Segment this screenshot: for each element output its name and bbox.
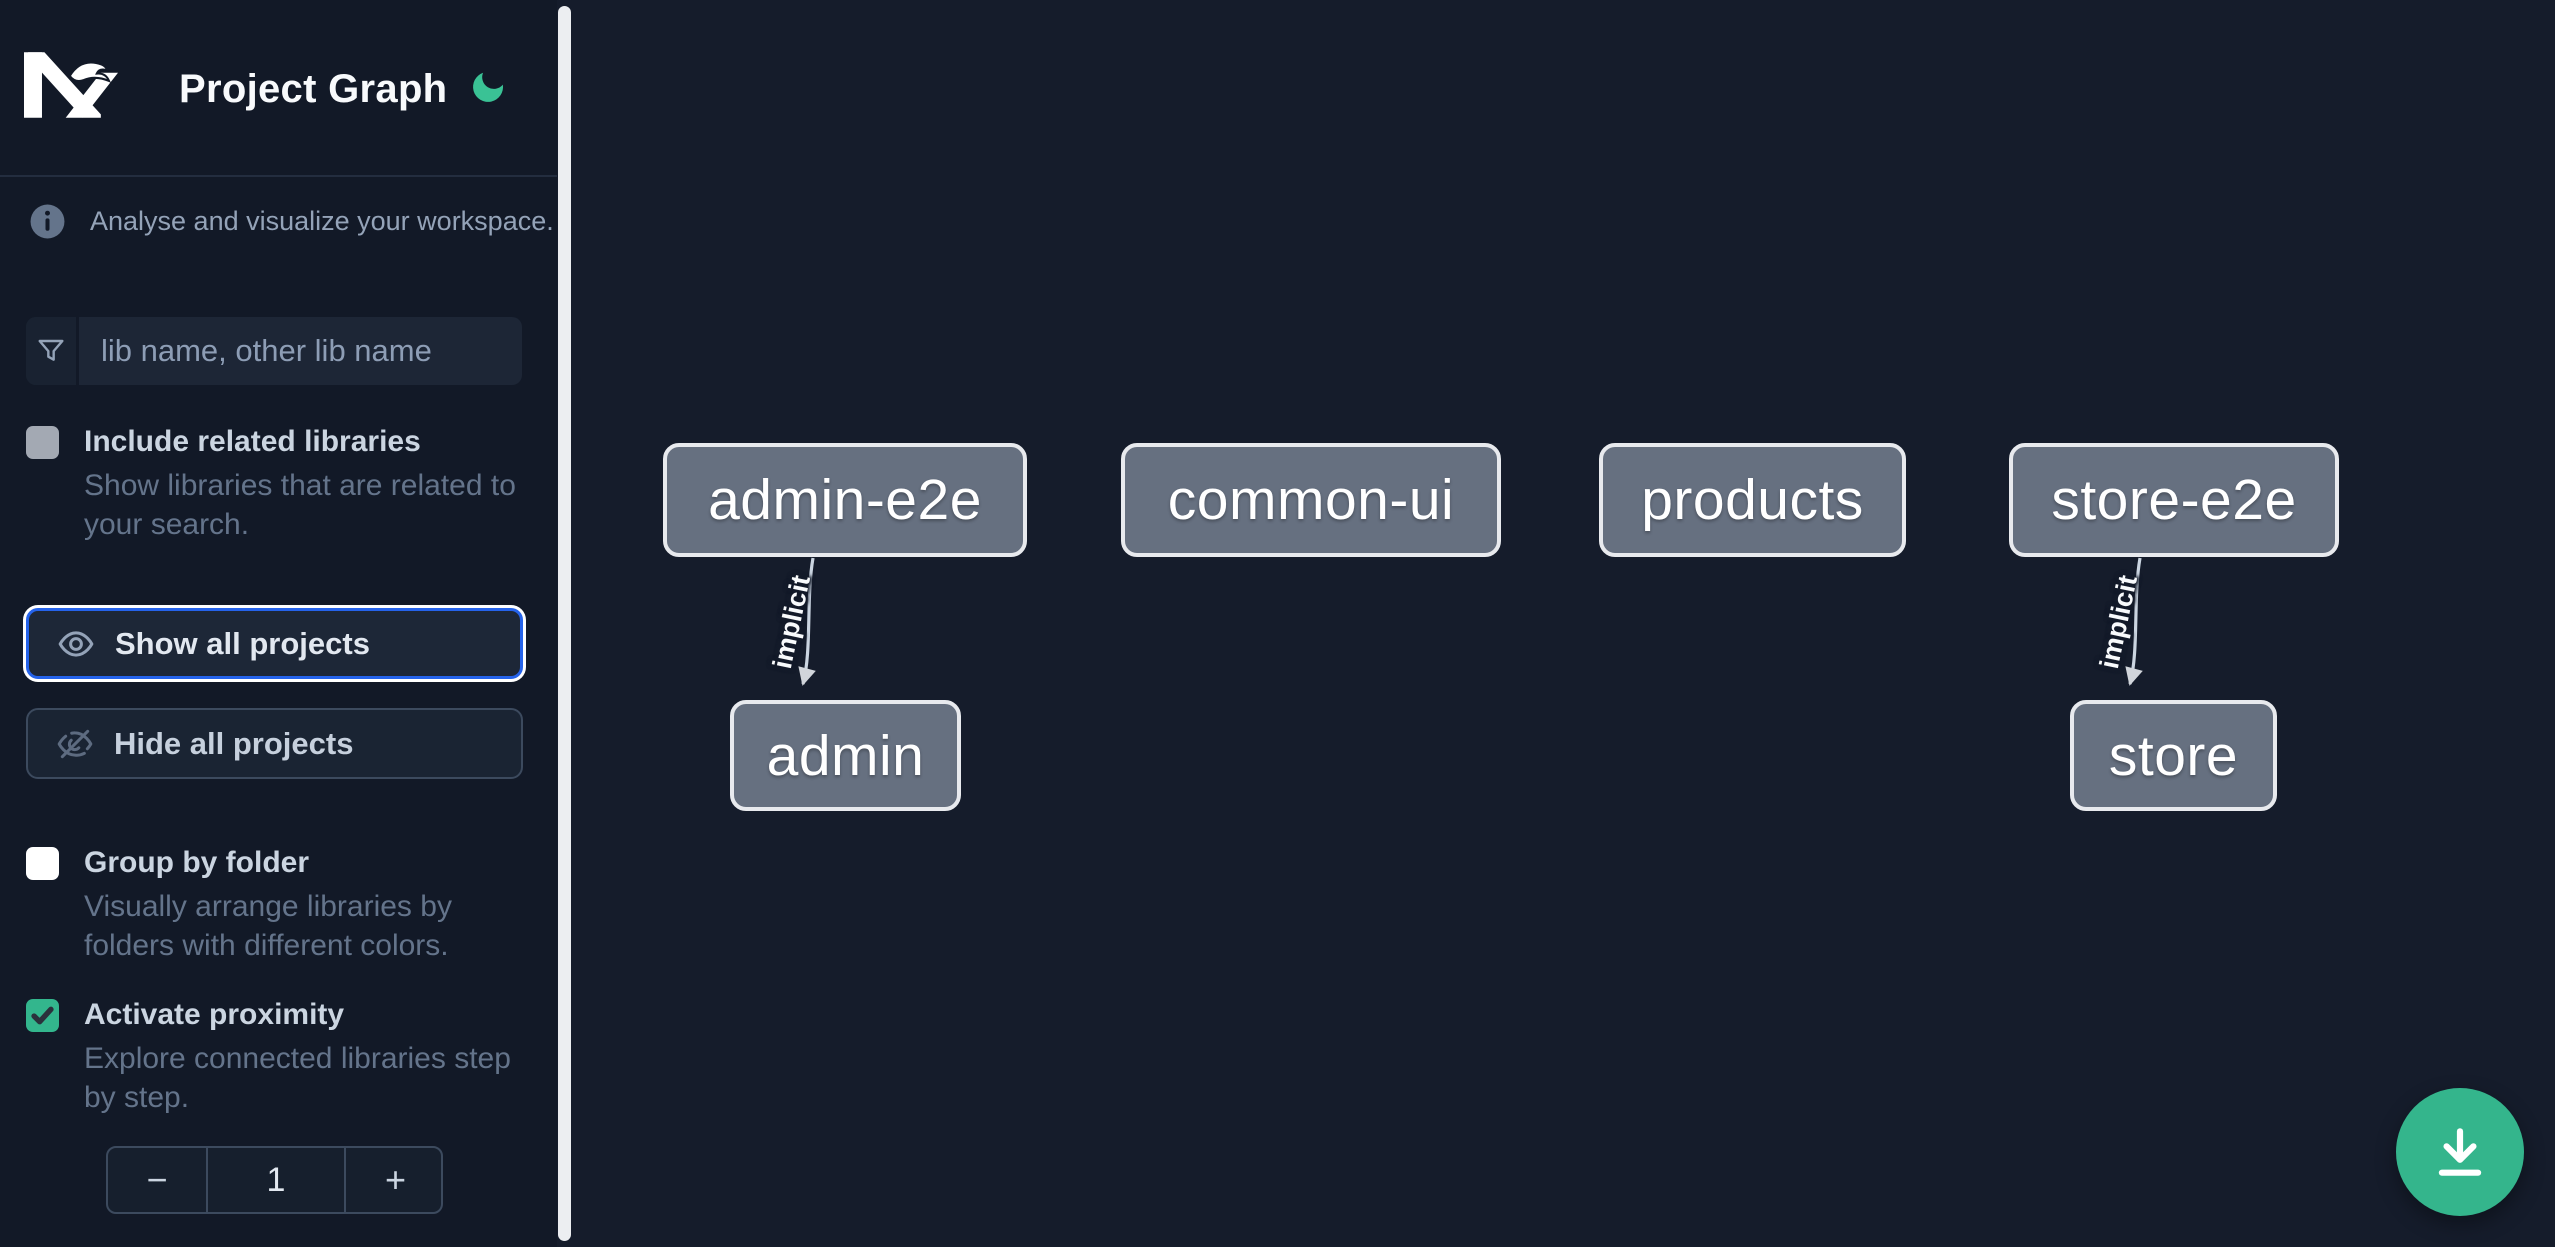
toggle-label: Include related libraries [84,425,421,458]
filter-searchbox [26,317,522,385]
info-icon [30,204,65,239]
graph-node-admin-e2e[interactable]: admin-e2e [663,443,1027,557]
download-icon [2438,1128,2482,1176]
toggle-description: Show libraries that are related to your … [84,469,516,541]
hide-all-projects-label: Hide all projects [114,725,354,761]
graph-node-common-ui[interactable]: common-ui [1121,443,1501,557]
check-icon [26,999,59,1032]
sidebar-scrollbar[interactable] [558,6,571,1241]
funnel-icon [38,339,64,361]
graph-node-store-e2e[interactable]: store-e2e [2009,443,2339,557]
toggle-group-by-folder: Group by folder Visually arrange librari… [26,845,531,965]
hide-all-projects-button[interactable]: Hide all projects [26,708,523,779]
theme-toggle-button[interactable] [464,64,512,112]
toggle-label: Activate proximity [84,998,345,1031]
moon-icon [473,72,504,102]
stepper-value: 1 [206,1148,346,1212]
toggle-description: Explore connected libraries step by step… [84,1042,511,1114]
eye-off-icon [57,729,93,758]
show-all-projects-label: Show all projects [115,625,370,661]
tagline-text: Analyse and visualize your workspace. [90,206,554,236]
filter-input[interactable] [79,317,522,385]
decrement-button[interactable]: − [108,1148,206,1212]
activate-proximity-checkbox[interactable] [26,999,59,1032]
tagline-row: Analyse and visualize your workspace. [29,203,554,240]
graph-node-admin[interactable]: admin [730,700,961,811]
toggle-include-related: Include related libraries Show libraries… [26,424,531,544]
header-divider [0,175,557,177]
eye-icon [58,630,94,657]
funnel-icon-cell [26,317,79,385]
proximity-depth-stepper: − 1 + [106,1146,443,1214]
toggle-activate-proximity: Activate proximity Explore connected lib… [26,997,531,1117]
toggle-label: Group by folder [84,846,309,879]
increment-button[interactable]: + [346,1148,445,1212]
graph-node-store[interactable]: store [2070,700,2277,811]
edge-label-implicit: implicit [2094,572,2144,672]
page-title: Project Graph [179,67,448,111]
edge-label-implicit: implicit [767,572,817,672]
sidebar: Project Graph Analyse and visualize your… [0,0,557,1247]
show-all-projects-button[interactable]: Show all projects [26,608,523,679]
download-graph-button[interactable] [2396,1088,2524,1216]
toggle-description: Visually arrange libraries by folders wi… [84,890,452,962]
include-related-checkbox[interactable] [26,426,59,459]
group-by-folder-checkbox[interactable] [26,847,59,880]
sidebar-header: Project Graph [0,0,557,177]
nx-logo [24,52,118,118]
graph-node-products[interactable]: products [1599,443,1906,557]
